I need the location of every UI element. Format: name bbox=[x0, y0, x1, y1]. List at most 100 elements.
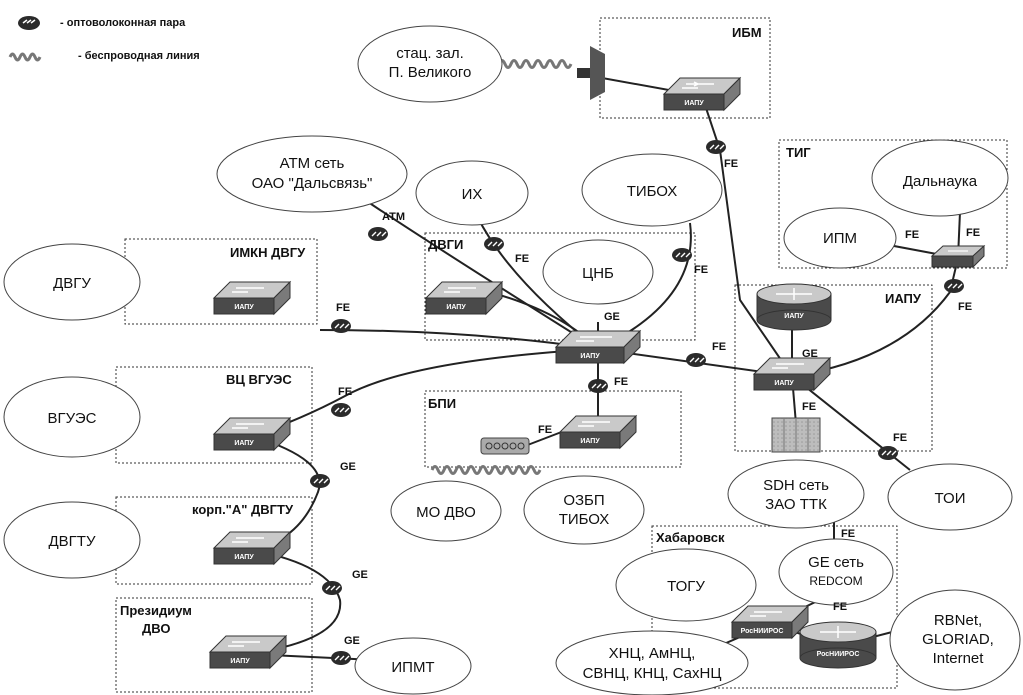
cloud-label: МО ДВО bbox=[416, 504, 476, 521]
cloud-cnb bbox=[542, 239, 654, 305]
cloud-atm bbox=[216, 135, 408, 213]
link-label-fe: FE bbox=[336, 302, 350, 314]
box-label-iapu: ИАПУ bbox=[885, 291, 922, 306]
fiber-icon bbox=[672, 248, 692, 262]
link-label-fe: FE bbox=[802, 401, 816, 413]
cloud-mo-dvo bbox=[390, 480, 502, 542]
box-label-dvgi: ДВГИ bbox=[428, 237, 463, 252]
box-label-vc: ВЦ ВГУЭС bbox=[226, 372, 292, 387]
link-center-atm bbox=[364, 199, 599, 350]
link-labels: ATM FE FE FE FE GE FE FE FE FE GE FE FE … bbox=[336, 158, 980, 647]
cloud-togu bbox=[615, 548, 757, 622]
cloud-toi bbox=[887, 463, 1013, 531]
router-rosniiros: РосНИИРОС bbox=[799, 621, 877, 669]
cloud-label: SDH сеть bbox=[763, 477, 829, 494]
cloud-label: ИХ bbox=[462, 186, 483, 203]
cloud-label: ХНЦ, АмНЦ, bbox=[609, 645, 696, 662]
box-label-tig: ТИГ bbox=[786, 145, 811, 160]
cloud-label: ИПМТ bbox=[391, 659, 434, 676]
box-korp bbox=[115, 496, 313, 585]
box-label-prez: Президиум bbox=[120, 603, 192, 618]
cloud-tiboh bbox=[581, 153, 723, 227]
link-label-fe: FE bbox=[614, 376, 628, 388]
router-label: РосНИИРОС bbox=[817, 651, 860, 658]
box-bpi bbox=[424, 390, 682, 468]
box-labels: ИБМ ТИГ ИМКН ДВГУ ДВГИ ИАПУ ВЦ ВГУЭС БПИ… bbox=[120, 25, 922, 636]
wireless-device-icon bbox=[480, 437, 530, 455]
legend-wireless-label: - беспроводная линия bbox=[78, 50, 200, 62]
cloud-ipmt bbox=[354, 637, 472, 695]
switch-label: ИАПУ bbox=[230, 658, 250, 665]
box-label-bpi: БПИ bbox=[428, 396, 456, 411]
link-label-atm: ATM bbox=[382, 211, 405, 223]
switch-ibm: ИАПУ bbox=[662, 76, 742, 112]
switch-dvgi: ИАПУ bbox=[424, 280, 504, 316]
link-ibm-iapu bbox=[701, 95, 793, 377]
cloud-ozbp bbox=[523, 475, 645, 545]
link-label-fe: FE bbox=[712, 341, 726, 353]
switch-bpi: ИАПУ bbox=[558, 414, 638, 450]
fiber-icon bbox=[331, 319, 351, 333]
link-label-ge: GE bbox=[604, 311, 620, 323]
box-dvgi bbox=[424, 232, 696, 341]
cloud-label: стац. зал. bbox=[396, 45, 464, 62]
link-label-fe: FE bbox=[724, 158, 738, 170]
switch-center: ИАПУ bbox=[554, 329, 642, 365]
cloud-rbnet bbox=[889, 589, 1021, 691]
router-iapu: ИАПУ bbox=[756, 283, 832, 331]
cloud-label: ИПМ bbox=[823, 230, 857, 247]
link-label-fe: FE bbox=[893, 432, 907, 444]
cloud-label: ТОГУ bbox=[667, 578, 705, 595]
switch-rosniiros: РосНИИРОС bbox=[730, 604, 810, 640]
legend: - оптоволоконная пара - беспроводная лин… bbox=[8, 16, 200, 62]
link-label-fe: FE bbox=[515, 253, 529, 265]
fiber-icon bbox=[878, 446, 898, 460]
switch-label: ИАПУ bbox=[580, 438, 600, 445]
cloud-label: GLORIAD, bbox=[922, 631, 994, 648]
fiber-icon bbox=[484, 237, 504, 251]
link-label-fe: FE bbox=[338, 386, 352, 398]
switch-label: ИАПУ bbox=[234, 440, 254, 447]
switch-korp: ИАПУ bbox=[212, 530, 292, 566]
fiber-icon bbox=[331, 651, 351, 665]
switch-prez: ИАПУ bbox=[208, 634, 288, 670]
fiber-icon bbox=[368, 227, 388, 241]
cloud-label: П. Великого bbox=[389, 64, 472, 81]
switches: ИАПУ ИАПУ ИАПУ ИАПУ bbox=[208, 76, 986, 670]
link-label-fe: FE bbox=[694, 264, 708, 276]
cloud-hnc bbox=[555, 630, 749, 695]
cloud-label: СВНЦ, КНЦ, СахНЦ bbox=[583, 665, 722, 682]
antenna-icon bbox=[577, 46, 605, 100]
switch-label: ИАПУ bbox=[234, 304, 254, 311]
cloud-label: ЗАО ТТК bbox=[765, 496, 827, 513]
box-label-imkn: ИМКН ДВГУ bbox=[230, 245, 306, 260]
cloud-label: Дальнаука bbox=[903, 173, 978, 190]
legend-fiber-label: - оптоволоконная пара bbox=[60, 17, 186, 29]
wireless-wave-bpi bbox=[430, 465, 542, 475]
router-label: ИАПУ bbox=[784, 313, 804, 320]
switch-vc: ИАПУ bbox=[212, 416, 292, 452]
cloud-dvgtu bbox=[3, 501, 141, 579]
cloud-dalnauka bbox=[871, 139, 1009, 217]
switch-iapu: ИАПУ bbox=[752, 356, 832, 392]
cloud-stac bbox=[357, 25, 503, 103]
cloud-ge-redcom bbox=[778, 538, 894, 606]
box-prez bbox=[115, 597, 313, 693]
link-label-ge: GE bbox=[340, 461, 356, 473]
switch-label: ИАПУ bbox=[446, 304, 466, 311]
fiber-icon bbox=[331, 403, 351, 417]
fiber-icon bbox=[944, 279, 964, 293]
link-label-fe: FE bbox=[958, 301, 972, 313]
switch-tig bbox=[930, 244, 986, 269]
cloud-label: ТИБОХ bbox=[559, 511, 610, 528]
cloud-label: ТОИ bbox=[935, 490, 966, 507]
cloud-label: ДВГТУ bbox=[49, 533, 96, 550]
cloud-label: ОАО "Дальсвязь" bbox=[252, 175, 373, 192]
cloud-label: ДВГУ bbox=[53, 275, 91, 292]
box-label-korp: корп."А" ДВГТУ bbox=[192, 502, 294, 517]
link-label-fe: FE bbox=[833, 601, 847, 613]
fiber-icons bbox=[310, 140, 964, 665]
link-label-fe: FE bbox=[905, 229, 919, 241]
cloud-label: Internet bbox=[933, 650, 985, 667]
switch-label: ИАПУ bbox=[684, 100, 704, 107]
